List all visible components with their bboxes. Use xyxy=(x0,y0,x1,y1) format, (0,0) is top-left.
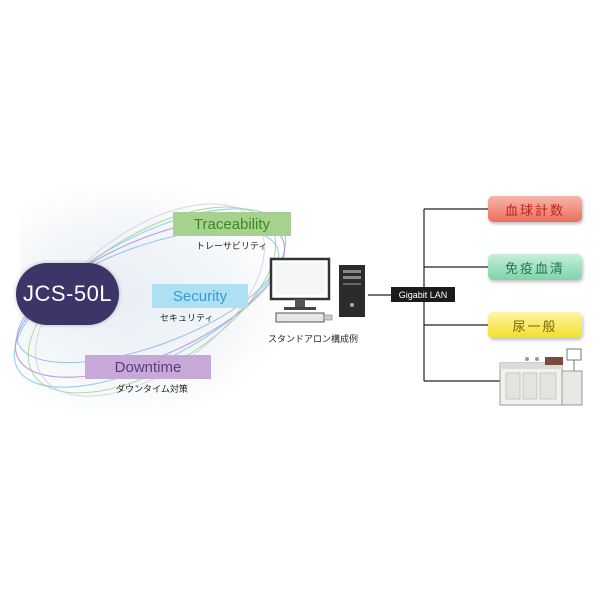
dept-urinalysis: 尿一般 xyxy=(488,312,582,338)
feature-security: Security xyxy=(152,284,248,308)
workstation-caption: スタンドアロン構成例 xyxy=(268,334,359,344)
feature-downtime-sub: ダウンタイム対策 xyxy=(116,384,188,394)
gigabit-lan-label: Gigabit LAN xyxy=(391,287,455,302)
lab-analyzer-icon xyxy=(499,348,583,406)
desktop-computer-icon xyxy=(269,257,365,323)
dept-hematology: 血球計数 xyxy=(488,196,582,222)
feature-traceability-sub: トレーサビリティ xyxy=(196,241,268,251)
product-pill: JCS-50L xyxy=(16,263,119,325)
feature-downtime: Downtime xyxy=(85,355,211,379)
feature-security-sub: セキュリティ xyxy=(160,313,214,323)
feature-traceability: Traceability xyxy=(173,212,291,236)
dept-immunology: 免疫血清 xyxy=(488,254,582,280)
